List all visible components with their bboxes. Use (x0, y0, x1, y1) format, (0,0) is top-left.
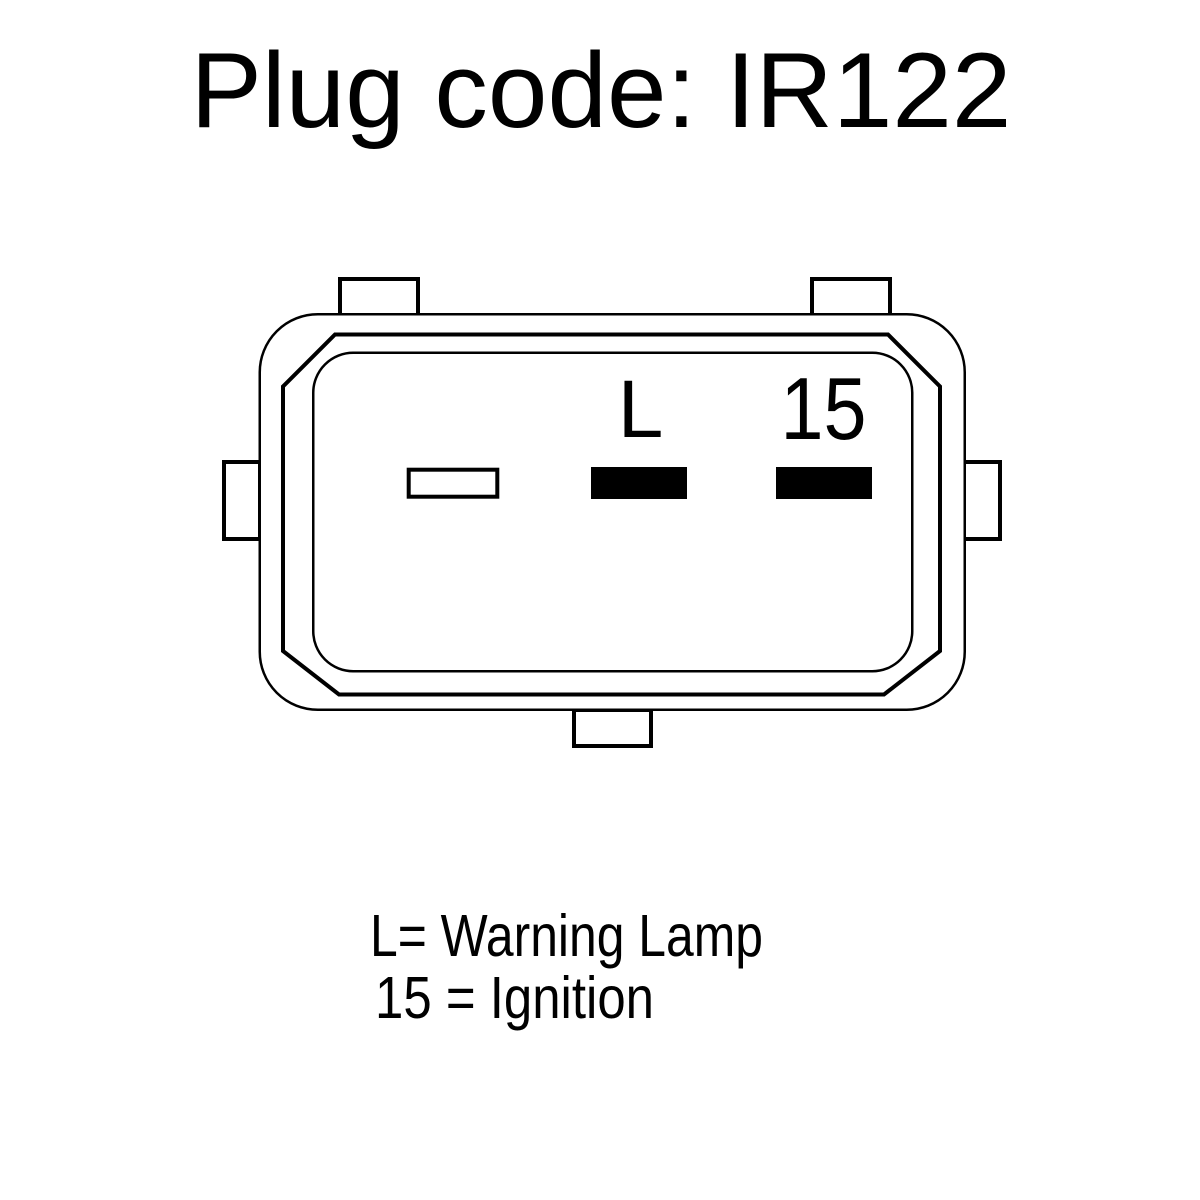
svg-text:L: L (618, 364, 664, 455)
svg-text:Plug code: IR122: Plug code: IR122 (191, 30, 1012, 150)
svg-text:15 = Ignition: 15 = Ignition (375, 965, 654, 1031)
svg-text:15: 15 (781, 359, 867, 458)
svg-text:L= Warning Lamp: L= Warning Lamp (370, 903, 763, 969)
